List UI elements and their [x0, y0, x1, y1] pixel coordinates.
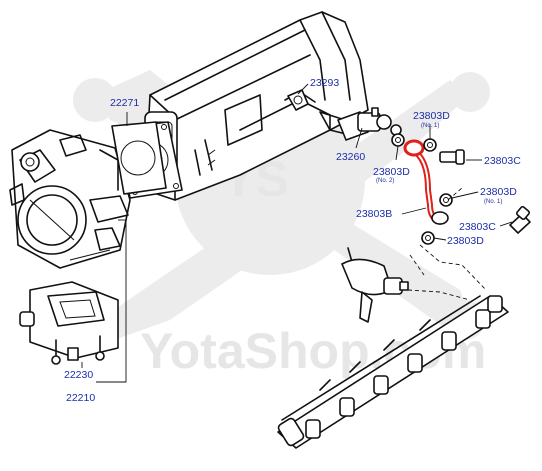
assembly-guide-lines [407, 187, 487, 301]
callout-23803c-bottom: 23803C [459, 221, 496, 233]
callout-23803d-right-tag: (No. 1) [484, 199, 502, 205]
idle-air-control-valve [19, 281, 119, 365]
callout-23803b: 23803B [356, 208, 392, 220]
callout-23293: 23293 [310, 77, 339, 89]
callout-23803d-top: 23803D [413, 110, 450, 122]
callout-22230: 22230 [64, 369, 93, 381]
throttle-gasket-22271 [111, 121, 167, 195]
callout-23803d-bottom: 23803D [447, 235, 484, 247]
gaskets-and-bolts [391, 133, 531, 245]
union-bolt-23260 [337, 107, 402, 141]
throttle-body [9, 129, 131, 269]
fuel-pipe-23803b [403, 139, 449, 225]
callout-22210: 22210 [66, 392, 95, 404]
callout-23803d-mid: 23803D [373, 166, 410, 178]
fuel-delivery-pipe [277, 295, 509, 449]
pressure-regulator [341, 247, 409, 323]
callout-23803d-right: 23803D [480, 186, 517, 198]
callout-23803d-mid-tag: (No. 2) [376, 178, 394, 184]
callout-23260: 23260 [336, 151, 365, 163]
callout-23803d-top-tag: (No. 1) [421, 123, 439, 129]
callout-leader-lines [81, 83, 513, 383]
callout-22271: 22271 [110, 97, 139, 109]
callout-23803c-top: 23803C [484, 155, 521, 167]
callout-labels: 22271 23293 23260 23803D (No. 1) 23803D … [64, 77, 521, 404]
